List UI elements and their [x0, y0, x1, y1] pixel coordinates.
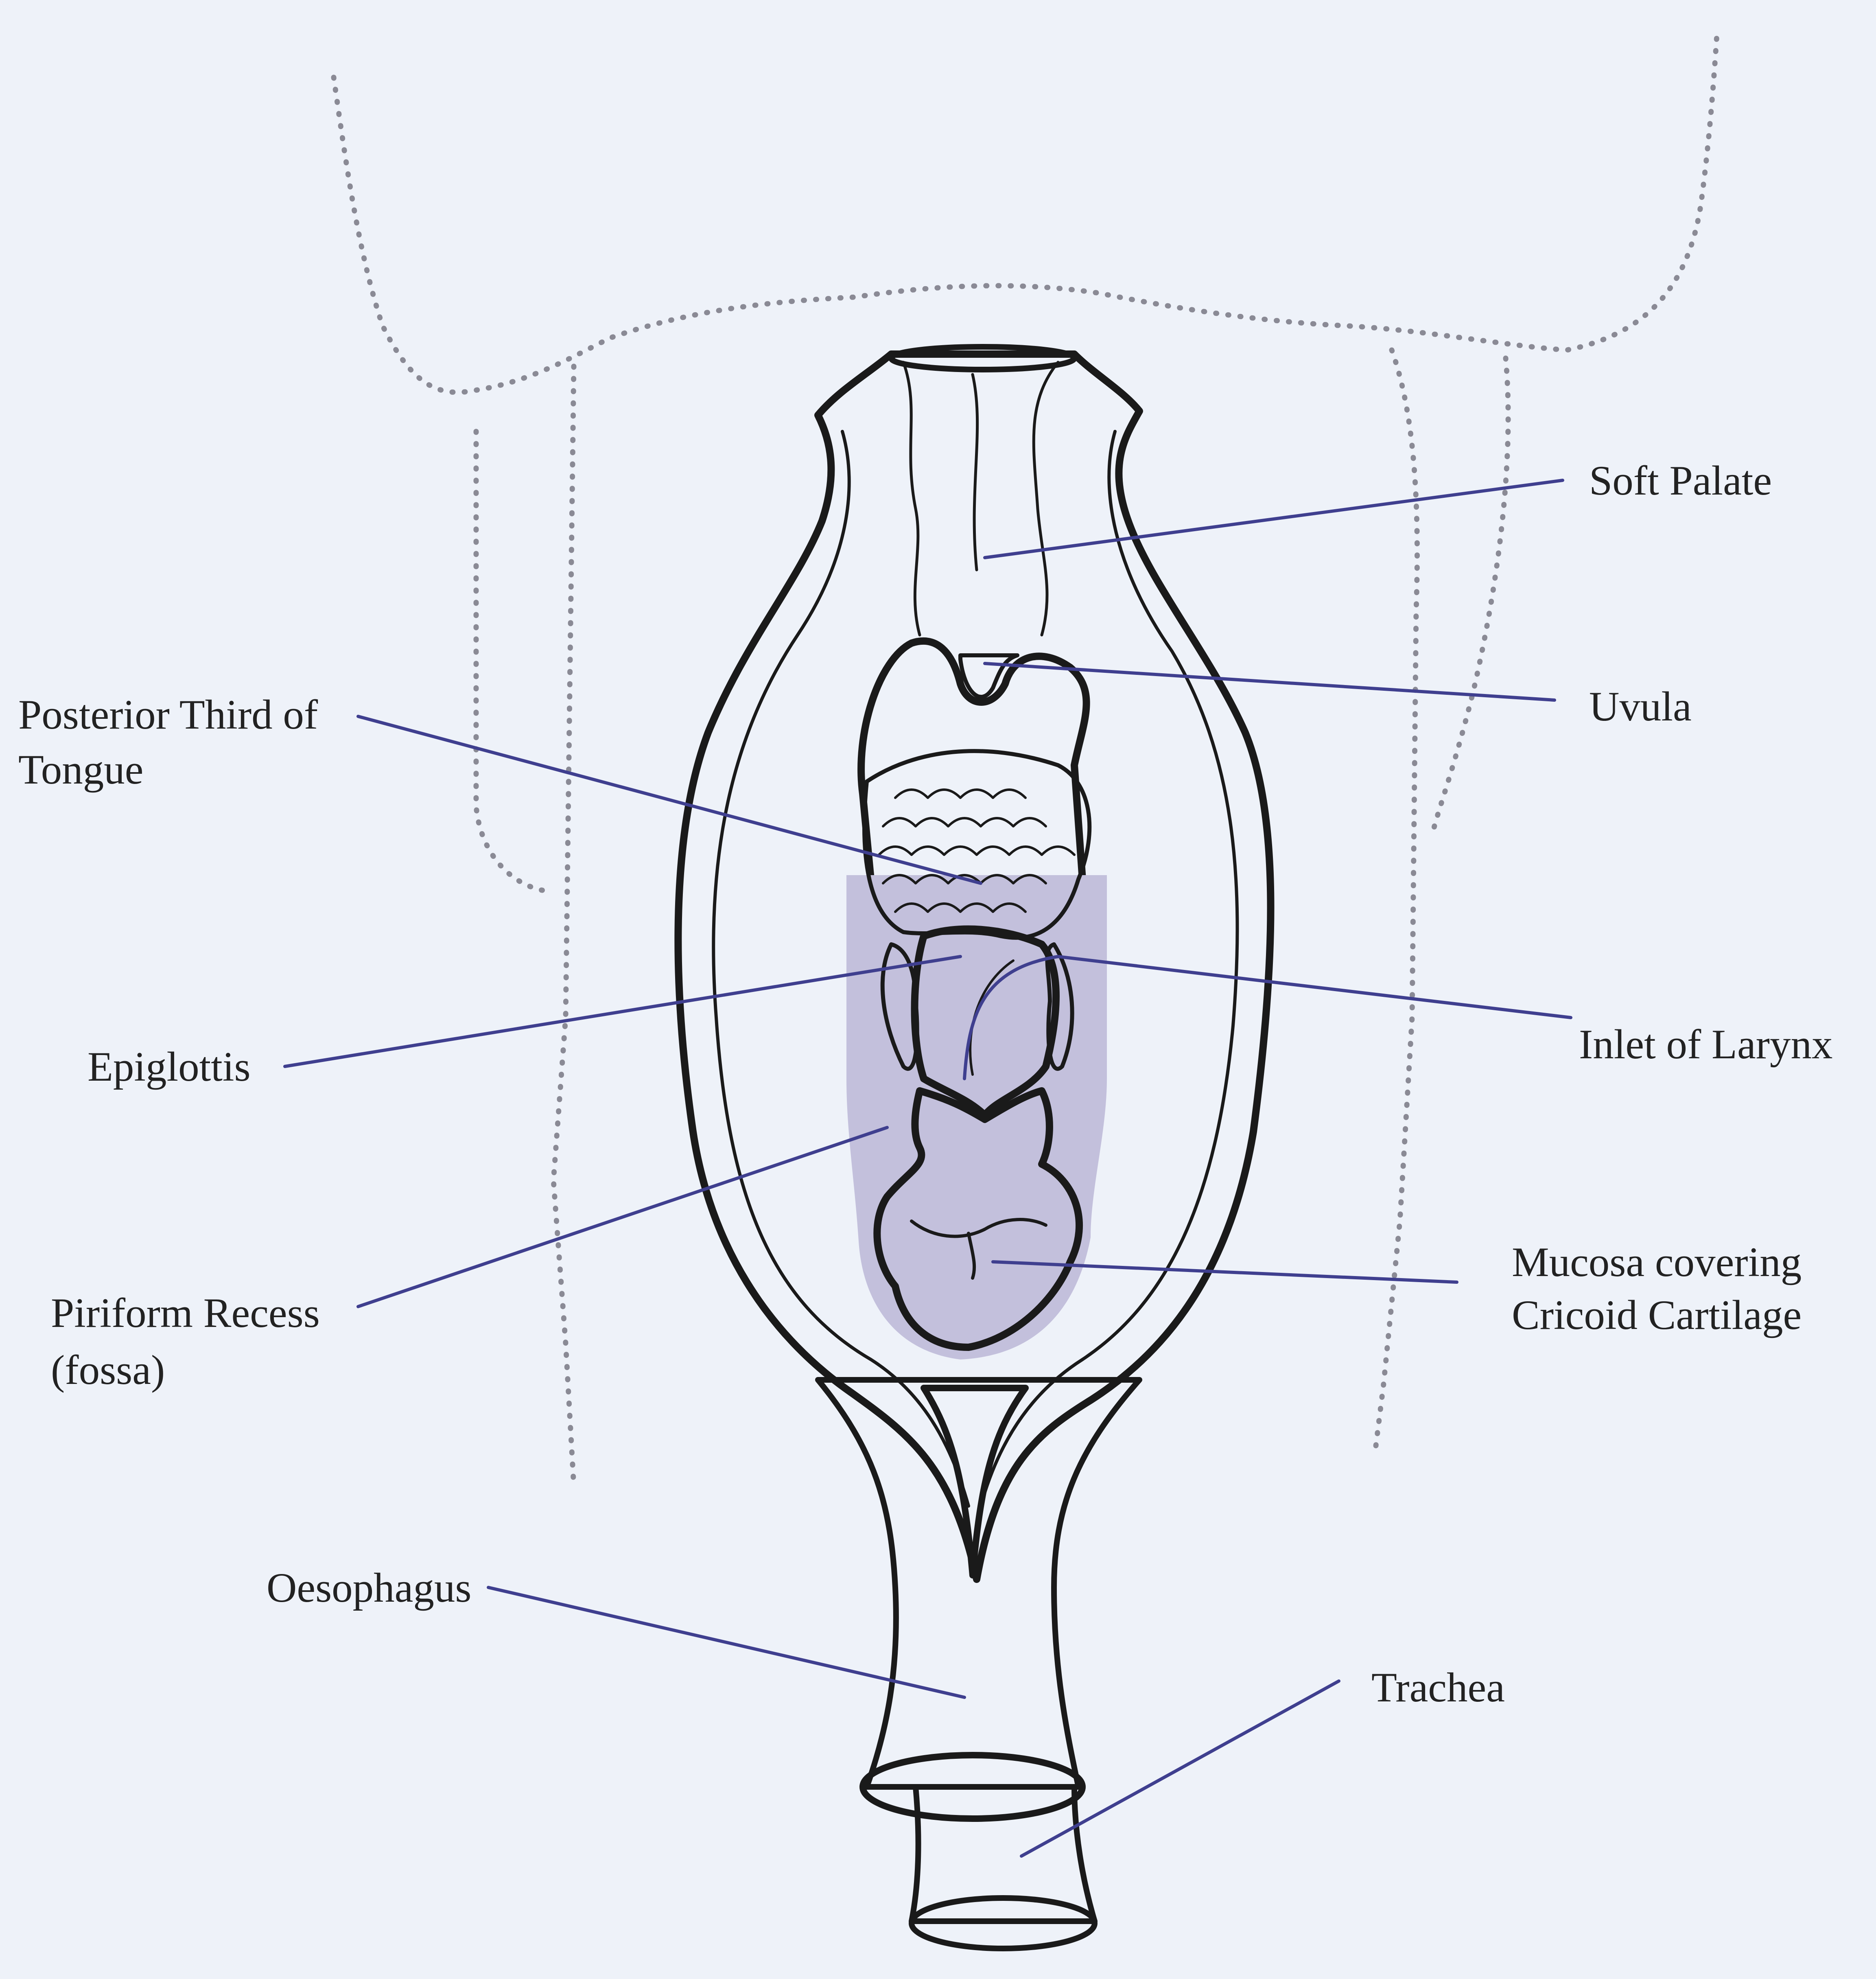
label-trachea: Trachea	[1371, 1664, 1505, 1711]
label-uvula: Uvula	[1589, 683, 1692, 730]
label-piriform-recess-line2: (fossa)	[51, 1347, 165, 1393]
label-soft-palate: Soft Palate	[1589, 458, 1772, 504]
label-mucosa-cricoid-line2: Cricoid Cartilage	[1512, 1292, 1802, 1338]
label-posterior-third-line2: Tongue	[18, 747, 143, 793]
label-inlet-of-larynx: Inlet of Larynx	[1579, 1021, 1832, 1068]
label-piriform-recess-line1: Piriform Recess	[51, 1290, 320, 1336]
label-oesophagus: Oesophagus	[267, 1565, 471, 1611]
label-mucosa-cricoid-line1: Mucosa covering	[1512, 1239, 1802, 1285]
label-epiglottis: Epiglottis	[87, 1044, 251, 1090]
label-posterior-third-line1: Posterior Third of	[18, 692, 318, 738]
